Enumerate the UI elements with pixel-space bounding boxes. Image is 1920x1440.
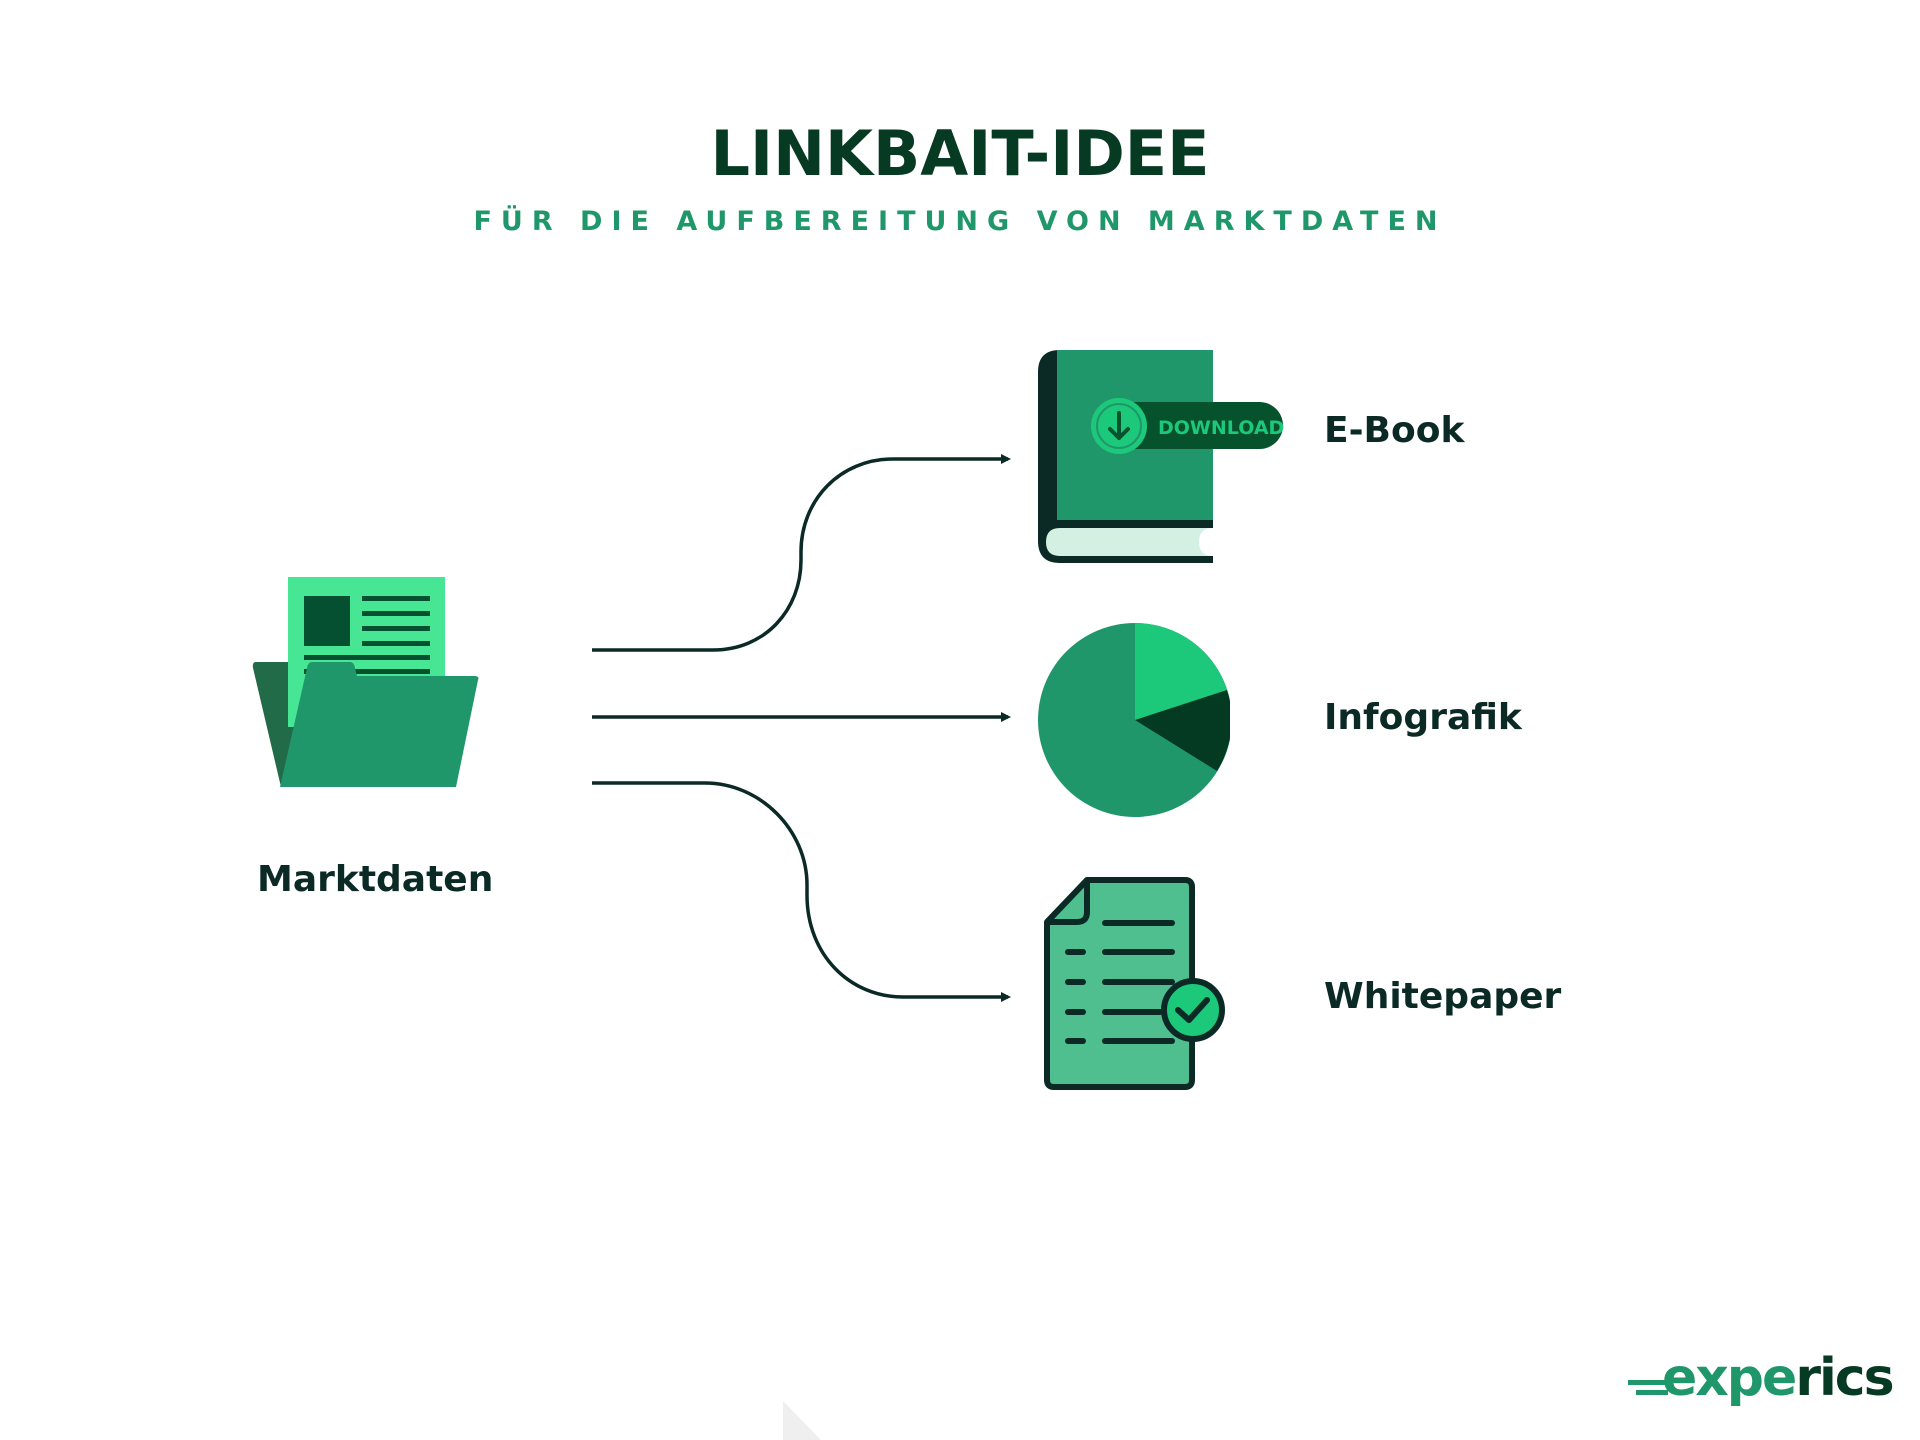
experics-logo: experics [1618, 1340, 1895, 1420]
folder-with-document-icon [252, 577, 479, 787]
source-label-marktdaten: Marktdaten [257, 859, 494, 900]
ebook-download-icon: DOWNLOAD [1038, 350, 1284, 563]
logo-part-dark: rics [1795, 1348, 1894, 1408]
output-label-ebook: E-Book [1324, 410, 1465, 451]
output-label-whitepaper: Whitepaper [1324, 976, 1562, 1017]
logo-part-green: expe [1662, 1348, 1797, 1408]
download-badge-text: DOWNLOAD [1158, 417, 1284, 439]
document-check-icon [1044, 877, 1225, 1090]
logo-speed-lines [1628, 1380, 1668, 1395]
output-label-infografik: Infografik [1324, 697, 1522, 738]
arrow-to-ebook [592, 454, 1011, 652]
connector-arrows [592, 454, 1011, 1002]
decorative-triangle [783, 1401, 821, 1440]
pie-chart-icon [1038, 623, 1230, 817]
page-subtitle: FÜR DIE AUFBEREITUNG VON MARKTDATEN [473, 206, 1447, 237]
arrow-to-whitepaper [592, 781, 1011, 1002]
page-title: LINKBAIT-IDEE [710, 117, 1210, 190]
logo-wordmark: experics [1662, 1346, 1895, 1410]
